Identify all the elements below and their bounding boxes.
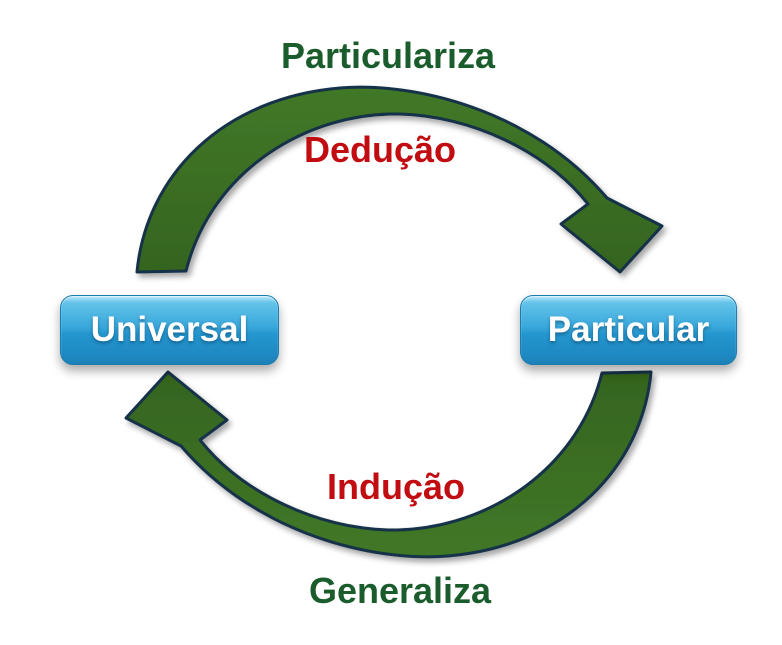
label-deducao: Dedução bbox=[303, 129, 457, 170]
deduction-arrow bbox=[135, 85, 664, 274]
label-generaliza: Generaliza bbox=[308, 570, 492, 611]
label-inducao: Indução bbox=[326, 466, 466, 507]
node-particular[interactable]: Particular bbox=[520, 295, 737, 365]
label-particulariza: Particulariza bbox=[280, 35, 496, 76]
node-universal-label: Universal bbox=[90, 310, 249, 349]
node-universal[interactable]: Universal bbox=[60, 295, 279, 365]
induction-arrow bbox=[124, 370, 653, 559]
node-particular-label: Particular bbox=[547, 310, 710, 349]
